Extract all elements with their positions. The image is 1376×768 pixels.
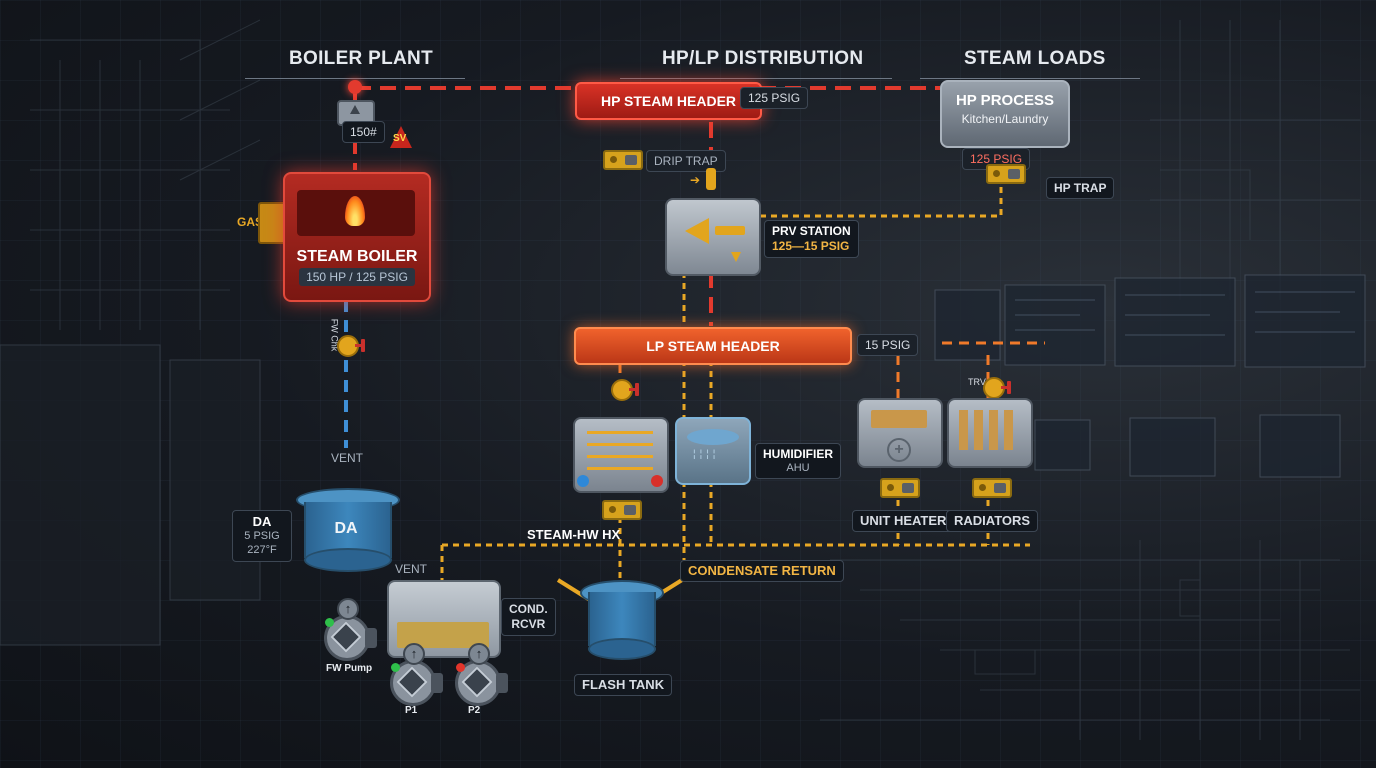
section-rule [620, 78, 892, 79]
prv-down-arrow-icon [731, 252, 741, 262]
humidifier-title: HUMIDIFIER [763, 447, 833, 461]
hp-process-subtitle: Kitchen/Laundry [961, 112, 1049, 126]
prv-station[interactable] [665, 198, 761, 276]
section-title-steam-loads: STEAM LOADS [964, 48, 1106, 69]
da-temperature: 227°F [247, 544, 277, 556]
lp-steam-header[interactable]: LP STEAM HEADER [574, 327, 852, 365]
section-rule [920, 78, 1140, 79]
prv-label: PRV STATION [772, 224, 851, 238]
hp-process-load[interactable]: HP PROCESS Kitchen/Laundry [940, 80, 1070, 148]
fan-icon: + [887, 438, 911, 462]
hp-trap-icon[interactable] [986, 164, 1026, 184]
pressure-gauge-label: 150# [342, 121, 385, 143]
radiator-trap-icon[interactable] [972, 478, 1012, 498]
hp-steam-line [353, 86, 940, 326]
deaerator-tank[interactable]: DA [296, 488, 400, 572]
condensate-pump-1[interactable]: ↑ [390, 643, 443, 706]
pump-direction-icon: ↑ [403, 643, 425, 665]
control-room-backdrop [0, 274, 1366, 646]
receiver-vent-label: VENT [395, 562, 428, 576]
safety-valve-icon: SV [390, 126, 412, 148]
feedwater-check-valve-icon[interactable] [337, 335, 365, 357]
da-tank-label: DA [334, 520, 358, 537]
prv-valve-icon [685, 218, 709, 244]
drip-leg-icon [706, 168, 716, 190]
firebox-window [297, 190, 415, 236]
da-info-tag: DA 5 PSIG 227°F [232, 510, 292, 562]
unit-heater[interactable]: + [857, 398, 943, 468]
flame-icon [345, 196, 365, 226]
drip-trap-icon[interactable] [603, 150, 643, 170]
condensate-return-label: CONDENSATE RETURN [680, 560, 844, 582]
steam-hw-heat-exchanger[interactable] [573, 417, 669, 493]
condensate-pump-2[interactable]: ↑ [455, 643, 508, 706]
section-title-distribution: HP/LP DISTRIBUTION [662, 48, 864, 69]
boiler-rating: 150 HP / 125 PSIG [299, 268, 415, 286]
pump2-label: P2 [468, 705, 481, 716]
trv-label: TRV [968, 377, 986, 387]
humidifier-unit[interactable]: ¦¦¦¦ [675, 417, 751, 485]
pump-status-led [391, 663, 400, 672]
prv-setting: 125—15 PSIG [772, 239, 850, 253]
section-title-boiler-plant: BOILER PLANT [289, 48, 433, 69]
pump-status-led [456, 663, 465, 672]
humidifier-tag: HUMIDIFIER AHU [755, 443, 841, 479]
pump1-label: P1 [405, 705, 418, 716]
flash-tank-label: FLASH TANK [574, 674, 673, 696]
cold-water-inlet-icon [577, 475, 589, 487]
da-tag-title: DA [252, 514, 272, 529]
pump-status-led [325, 618, 334, 627]
humidifier-subtitle: AHU [786, 462, 810, 474]
hx-control-valve-icon[interactable] [611, 379, 639, 401]
prv-tag: PRV STATION 125—15 PSIG [764, 220, 859, 258]
radiators-label: RADIATORS [946, 510, 1039, 532]
da-pressure: 5 PSIG [244, 530, 280, 542]
boiler-title: STEAM BOILER [296, 248, 418, 265]
lp-header-pressure: 15 PSIG [857, 334, 919, 356]
hp-steam-header[interactable]: HP STEAM HEADER [575, 82, 762, 120]
cond-receiver-label-1: COND. [509, 602, 548, 616]
gas-train-icon [258, 202, 286, 244]
pump-direction-icon: ↑ [337, 598, 359, 620]
prv-actuator-icon [715, 226, 745, 235]
fw-pump-label: FW Pump [326, 663, 373, 674]
cond-receiver-label-2: RCVR [511, 617, 546, 631]
trv-valve-icon[interactable] [983, 377, 1011, 399]
background-structure [30, 19, 1360, 740]
hx-trap-icon[interactable] [602, 500, 642, 520]
unit-heater-label: UNIT HEATER [852, 510, 955, 532]
hot-water-outlet-icon [651, 475, 663, 487]
flash-tank[interactable] [580, 580, 664, 662]
humidifier-cloud-icon [687, 429, 739, 445]
section-rule [245, 78, 465, 79]
hp-header-pressure: 125 PSIG [740, 87, 809, 109]
hx-label: STEAM-HW HX [527, 527, 621, 542]
cond-receiver-tag: COND. RCVR [501, 598, 556, 636]
gas-label: GAS [237, 215, 264, 229]
pump-direction-icon: ↑ [468, 643, 490, 665]
steam-outlet-valve-icon [348, 80, 362, 94]
safety-valve-label: SV [393, 133, 407, 144]
radiators-unit[interactable] [947, 398, 1033, 468]
steam-boiler[interactable]: STEAM BOILER 150 HP / 125 PSIG [283, 172, 431, 302]
drip-trap-label: DRIP TRAP [646, 150, 726, 172]
unit-heater-trap-icon[interactable] [880, 478, 920, 498]
hp-process-title: HP PROCESS [955, 92, 1055, 109]
da-vent-label: VENT [331, 451, 364, 465]
flow-arrow-icon: ➔ [690, 173, 701, 187]
hp-trap-label: HP TRAP [1046, 177, 1115, 199]
feedwater-pump[interactable]: ↑ [324, 598, 377, 661]
